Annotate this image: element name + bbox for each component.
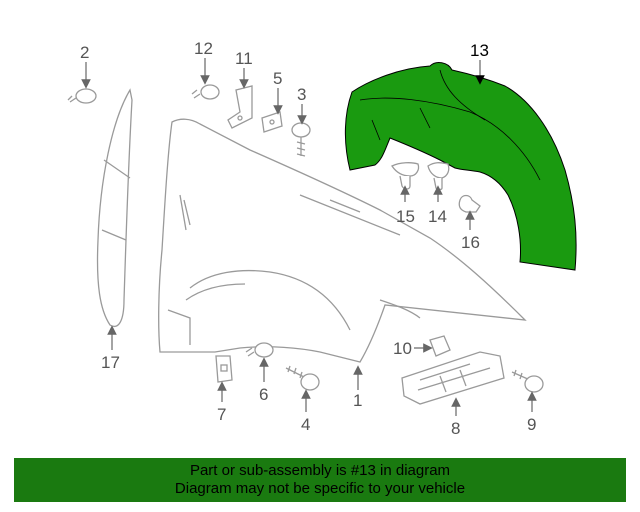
molding-strip-part-17[interactable] [96,88,133,327]
screw-part-2[interactable] [67,88,97,104]
callout-1: 1 [353,391,362,410]
callout-5: 5 [273,69,282,88]
fender-part-1[interactable] [158,118,527,363]
bolt-part-9[interactable] [511,369,544,393]
callout-17: 17 [101,353,120,372]
callout-8: 8 [451,419,460,438]
push-pin-part-15[interactable] [391,162,420,190]
callout-6: 6 [259,385,268,404]
push-pin-part-14[interactable] [427,162,450,191]
screw-part-12[interactable] [191,84,220,100]
clip-part-10[interactable] [429,335,451,357]
info-banner: Part or sub-assembly is #13 in diagram D… [14,458,626,502]
callout-2: 2 [80,43,89,62]
bolt-part-3[interactable] [291,122,311,157]
clip-part-5[interactable] [261,111,283,133]
splash-shield-part-13[interactable] [344,62,577,271]
callout-9: 9 [527,415,536,434]
bracket-part-11[interactable] [227,85,253,129]
callout-4: 4 [301,415,310,434]
callout-12: 12 [194,39,213,58]
clip-part-7[interactable] [215,355,233,383]
callout-13: 13 [470,41,489,60]
callout-14: 14 [428,207,447,226]
screw-part-6[interactable] [245,342,274,358]
banner-line-1: Part or sub-assembly is #13 in diagram [189,462,451,479]
clip-part-16[interactable] [458,194,481,213]
leader-lines [81,58,537,416]
bolt-part-4[interactable] [285,365,320,391]
callout-16: 16 [461,233,480,252]
callout-15: 15 [396,207,415,226]
callout-10: 10 [393,339,412,358]
banner-line-2: Diagram may not be specific to your vehi… [174,480,466,497]
lower-bracket-part-8[interactable] [401,351,505,405]
callout-3: 3 [297,85,306,104]
callout-11: 11 [235,49,253,68]
callout-7: 7 [217,405,226,424]
callout-labels: 2 12 11 5 3 13 15 14 16 17 7 6 4 1 10 8 … [80,39,536,438]
